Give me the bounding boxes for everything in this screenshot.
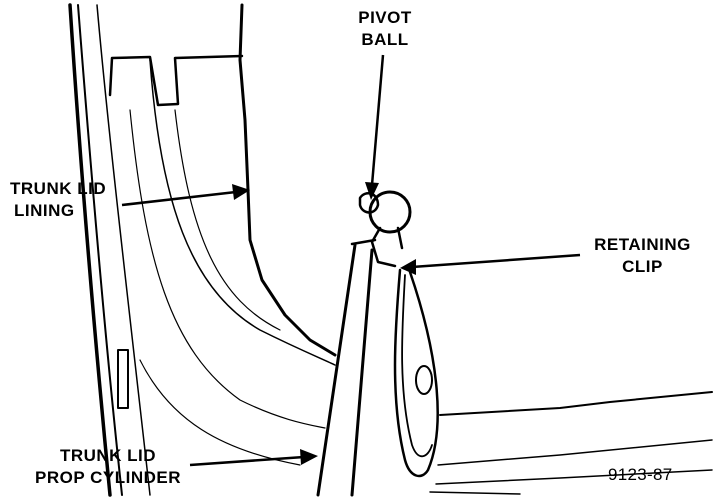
body-edge-outer bbox=[68, 3, 112, 497]
label-prop-cylinder-line1: TRUNK LID bbox=[59, 446, 157, 465]
slot bbox=[117, 349, 129, 409]
arrow-pivot-ball bbox=[365, 182, 379, 200]
arrow-prop-cylinder bbox=[300, 449, 318, 465]
arrow-retaining-clip bbox=[400, 259, 416, 275]
retaining-clip-loop bbox=[393, 268, 439, 478]
label-prop-cylinder-line2: PROP CYLINDER bbox=[35, 468, 181, 487]
label-retaining-clip: RETAINING CLIP bbox=[580, 234, 705, 278]
leader-retaining-clip bbox=[411, 253, 581, 269]
leader-prop-cylinder bbox=[189, 455, 305, 467]
clip-eye bbox=[415, 365, 433, 395]
label-trunk-lid-lining-line2: LINING bbox=[14, 201, 75, 220]
figure-number: 9123-87 bbox=[608, 465, 673, 484]
bracket-notch bbox=[108, 54, 244, 107]
label-trunk-lid-lining: TRUNK LID LINING bbox=[10, 178, 106, 222]
leader-lining bbox=[121, 190, 237, 207]
label-pivot-ball-line1: PIVOT bbox=[358, 8, 412, 27]
pivot-socket bbox=[358, 192, 380, 214]
retaining-clip-inner bbox=[401, 274, 433, 458]
label-pivot-ball-line2: BALL bbox=[361, 30, 409, 49]
pivot-neck bbox=[370, 226, 397, 268]
arrow-lining bbox=[232, 184, 250, 200]
body-flange-line bbox=[96, 4, 151, 496]
label-trunk-lid-prop-cylinder: TRUNK LID PROP CYLINDER bbox=[24, 445, 192, 489]
panel-line-3 bbox=[435, 469, 713, 485]
prop-cylinder-right bbox=[350, 248, 374, 497]
panel-line-2 bbox=[437, 439, 713, 466]
lining-contour-1 bbox=[149, 59, 336, 366]
body-edge-inner bbox=[77, 4, 123, 496]
label-retaining-clip-line1: RETAINING bbox=[594, 235, 691, 254]
panel-line-1 bbox=[439, 391, 713, 416]
prop-cylinder-left bbox=[316, 243, 357, 497]
panel-line-4 bbox=[429, 491, 521, 495]
prop-cylinder-top bbox=[350, 238, 377, 246]
label-pivot-ball: PIVOT BALL bbox=[345, 7, 425, 51]
lining-outline bbox=[238, 3, 337, 357]
lining-contour-3 bbox=[129, 109, 326, 429]
label-retaining-clip-line2: CLIP bbox=[622, 257, 663, 276]
label-trunk-lid-lining-line1: TRUNK LID bbox=[10, 179, 107, 198]
lining-contour-2 bbox=[174, 109, 281, 331]
leader-pivot-ball bbox=[370, 54, 385, 186]
pivot-neck-2 bbox=[396, 226, 404, 250]
